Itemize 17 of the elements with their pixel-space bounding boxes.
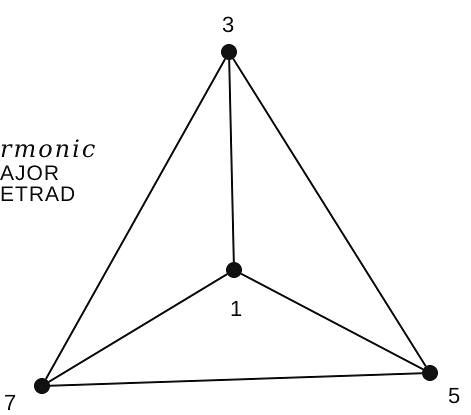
- vertex-dot: [226, 262, 242, 278]
- title-text: AJOR: [0, 163, 60, 184]
- title-text: rmonic: [0, 137, 98, 161]
- title-text: ETRAD: [0, 184, 76, 205]
- vertex-dot: [221, 44, 237, 60]
- line: [45, 58, 226, 380]
- vertex-number: 1: [230, 298, 242, 320]
- vertex-number: 5: [448, 385, 460, 407]
- vertex-number: 7: [4, 392, 16, 414]
- line: [50, 372, 422, 387]
- line: [240, 272, 424, 370]
- line: [232, 58, 427, 367]
- vertex-number: 3: [222, 14, 234, 36]
- line: [228, 60, 235, 262]
- vertex-dot: [34, 378, 50, 394]
- line: [48, 273, 228, 383]
- vertex-dot: [422, 365, 438, 381]
